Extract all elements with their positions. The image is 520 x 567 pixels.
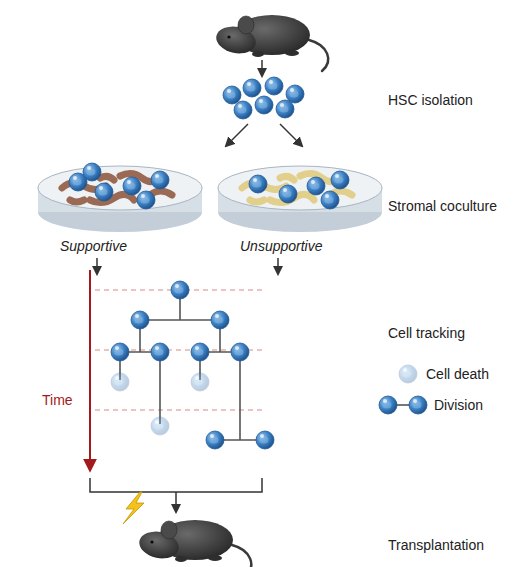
- illustration-part: [120, 290, 265, 440]
- mouse-icon: [214, 15, 328, 71]
- illustration-part: [280, 176, 294, 180]
- donor-mouse: [214, 15, 328, 71]
- illustration-part: [95, 410, 262, 411]
- illustration-part: [211, 311, 229, 329]
- flow-arrow: [261, 60, 263, 76]
- flow-arrow: [277, 258, 279, 274]
- recipient-mouse: [137, 520, 251, 567]
- illustration-part: [243, 79, 261, 97]
- illustration-part: [231, 343, 249, 361]
- illustration-part: [100, 176, 114, 180]
- division-icon: [409, 396, 427, 414]
- step-label: Division: [434, 397, 483, 413]
- flow-arrow: [280, 124, 302, 146]
- step-label: Transplantation: [388, 537, 484, 553]
- illustration-part: [331, 171, 349, 189]
- illustration-part: [279, 185, 297, 203]
- illustration-part: [137, 191, 155, 209]
- step-label: Stromal coculture: [388, 198, 497, 214]
- illustration-part: [123, 177, 141, 195]
- illustration-part: [38, 166, 202, 210]
- illustration-part: [276, 100, 294, 118]
- illustration-part: [218, 166, 382, 210]
- unsupportive-dish: [218, 166, 382, 232]
- illustration-part: [151, 417, 169, 435]
- illustration-part: [250, 200, 264, 202]
- illustration-part: [256, 431, 274, 449]
- illustration-part: [255, 96, 273, 114]
- lineage-tree: [111, 281, 274, 449]
- flow-arrow: [96, 258, 98, 274]
- merge-bracket: [90, 478, 262, 512]
- condition-label: Unsupportive: [240, 238, 323, 254]
- time-axis: [89, 270, 91, 470]
- illustration-part: [83, 163, 101, 181]
- illustration-part: [265, 77, 283, 95]
- illustration-part: [286, 85, 304, 103]
- step-label: Time: [42, 392, 73, 408]
- illustration-part: [191, 343, 209, 361]
- illustration-part: [234, 101, 252, 119]
- irradiation-bolt: [123, 492, 144, 524]
- step-label: HSC isolation: [388, 92, 473, 108]
- illustration-part: [95, 183, 113, 201]
- step-label: Cell death: [426, 366, 489, 382]
- illustration-part: [151, 343, 169, 361]
- mouse-icon: [137, 520, 251, 567]
- illustration-part: [223, 86, 241, 104]
- illustration-part: [171, 281, 189, 299]
- flow-arrow: [226, 124, 248, 146]
- key-icons: [379, 365, 427, 414]
- division-icon: [379, 396, 397, 414]
- illustration-part: [249, 175, 267, 193]
- illustration-part: [131, 311, 149, 329]
- illustration-part: [111, 373, 129, 391]
- hsc-cluster: [223, 77, 304, 119]
- step-label: Cell tracking: [388, 325, 465, 341]
- condition-label: Supportive: [60, 238, 127, 254]
- illustration-part: [191, 373, 209, 391]
- illustration-part: [111, 343, 129, 361]
- time-gridlines: [95, 290, 262, 410]
- cell-death-icon: [399, 365, 417, 383]
- supportive-dish: [38, 163, 202, 232]
- illustration-part: [120, 290, 265, 440]
- illustration-part: [206, 431, 224, 449]
- illustration-part: [307, 177, 325, 195]
- illustration-part: [321, 191, 339, 209]
- illustration-part: [70, 200, 84, 202]
- illustration-part: [151, 171, 169, 189]
